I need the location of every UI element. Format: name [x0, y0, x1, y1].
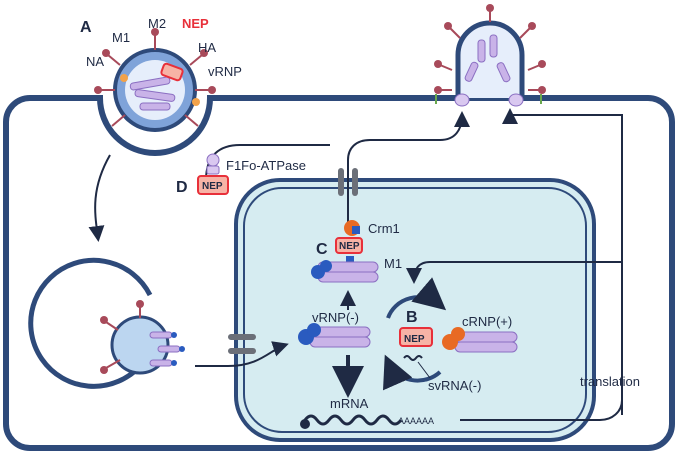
label-m1-virion: M1 — [112, 30, 130, 45]
cell-membrane — [3, 95, 675, 451]
replication-cycle-bottom — [383, 354, 442, 391]
label-polya: AAAAAA — [398, 416, 434, 426]
arrow-d-to-bud — [205, 144, 330, 181]
label-translation: translation — [580, 374, 640, 389]
flow-arrows — [88, 108, 623, 421]
label-nep-c: NEP — [339, 241, 360, 252]
endosome — [28, 257, 185, 389]
label-vrnp: vRNP — [208, 64, 242, 79]
virion-entering — [94, 28, 216, 132]
label-nep-d: NEP — [202, 181, 223, 192]
label-mrna: mRNA — [330, 396, 369, 411]
vrnp-nucleus — [298, 323, 371, 348]
svrna-squiggle — [403, 355, 423, 361]
label-ha: HA — [198, 40, 216, 55]
atpase-complex — [197, 153, 229, 195]
virion-budding — [434, 4, 546, 107]
replication-cycle-top — [386, 277, 447, 319]
nuclear-pore-top — [338, 168, 358, 196]
nuclear-pore-left — [228, 334, 256, 354]
label-m1-nucleus: M1 — [384, 256, 402, 271]
mrna-strand — [303, 414, 403, 426]
export-complex — [311, 220, 379, 283]
label-panel-b: B — [406, 309, 418, 326]
label-f1fo: F1Fo-ATPase — [226, 158, 306, 173]
label-m2: M2 — [148, 16, 166, 31]
label-nep-b: NEP — [404, 334, 425, 345]
label-svrna: svRNA(-) — [428, 378, 481, 393]
label-crm1: Crm1 — [368, 221, 400, 236]
label-vrnp-minus: vRNP(-) — [312, 310, 359, 325]
label-panel-c: C — [316, 241, 328, 258]
crnp-plus — [442, 327, 518, 353]
label-panel-a: A — [80, 19, 92, 36]
label-crnp-plus: cRNP(+) — [462, 314, 512, 329]
label-panel-d: D — [176, 179, 188, 196]
label-na: NA — [86, 54, 104, 69]
nep-b-box — [399, 327, 433, 347]
label-nep-virion: NEP — [182, 16, 209, 31]
